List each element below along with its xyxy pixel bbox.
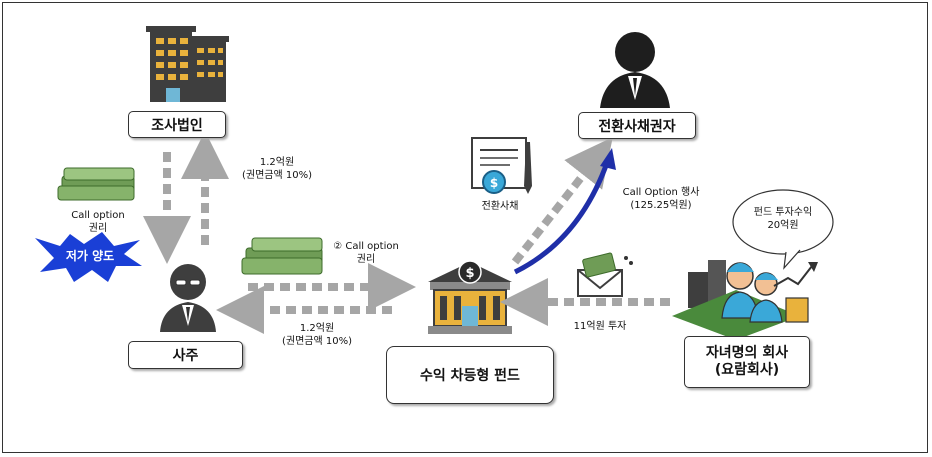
money-stack-middle-icon bbox=[241, 237, 323, 275]
svg-text:$: $ bbox=[490, 176, 498, 190]
fund-bank-icon: $ bbox=[428, 260, 512, 334]
children-company-box: 자녀명의 회사 (요람회사) bbox=[684, 336, 810, 388]
money-stack-left-icon bbox=[57, 167, 135, 201]
upper-amount-label: 1.2억원 (권면금액 10%) bbox=[241, 157, 312, 181]
low-price-transfer-label: 저가 양도 bbox=[65, 249, 115, 263]
call-option-left-label: Call option 권리 bbox=[71, 210, 125, 234]
bondholder-box: 전환사채권자 bbox=[578, 112, 696, 139]
research-corp-label: 조사법인 bbox=[151, 117, 203, 134]
bondholder-person-icon bbox=[600, 32, 670, 108]
children-company-label: 자녀명의 회사 bbox=[705, 345, 789, 361]
call-option-middle-label: ② Call option 권리 bbox=[333, 241, 399, 265]
owner-person-icon bbox=[160, 264, 216, 332]
children-company-sublabel: (요람회사) bbox=[714, 362, 780, 378]
fund-return-label: 펀드 투자수익 20억원 bbox=[753, 207, 813, 231]
arrow-fund-to-bondholder bbox=[511, 137, 613, 265]
fund-label: 수익 차등형 펀드 bbox=[420, 368, 520, 384]
owner-label: 사주 bbox=[172, 348, 199, 364]
research-corp-box: 조사법인 bbox=[128, 111, 226, 138]
money-envelope-icon bbox=[577, 252, 633, 297]
fund-box: 수익 차등형 펀드 bbox=[386, 346, 554, 404]
bond-certificate-icon: $ bbox=[471, 137, 532, 194]
owner-box: 사주 bbox=[128, 341, 243, 369]
children-company-icon bbox=[672, 260, 818, 340]
starburst-icon bbox=[35, 232, 142, 282]
investment-label: 11억원 투자 bbox=[573, 321, 627, 332]
speech-bubble bbox=[732, 189, 834, 270]
call-exercise-label: Call Option 행사 (125.25억원) bbox=[622, 187, 700, 211]
lower-amount-label: 1.2억원 (권면금액 10%) bbox=[281, 323, 352, 347]
call-option-exercise-arrow bbox=[513, 148, 616, 275]
svg-text:$: $ bbox=[465, 266, 474, 281]
bondholder-label: 전환사채권자 bbox=[598, 118, 676, 135]
office-building-icon bbox=[146, 26, 229, 102]
convertible-bond-label: 전환사채 bbox=[481, 201, 519, 212]
